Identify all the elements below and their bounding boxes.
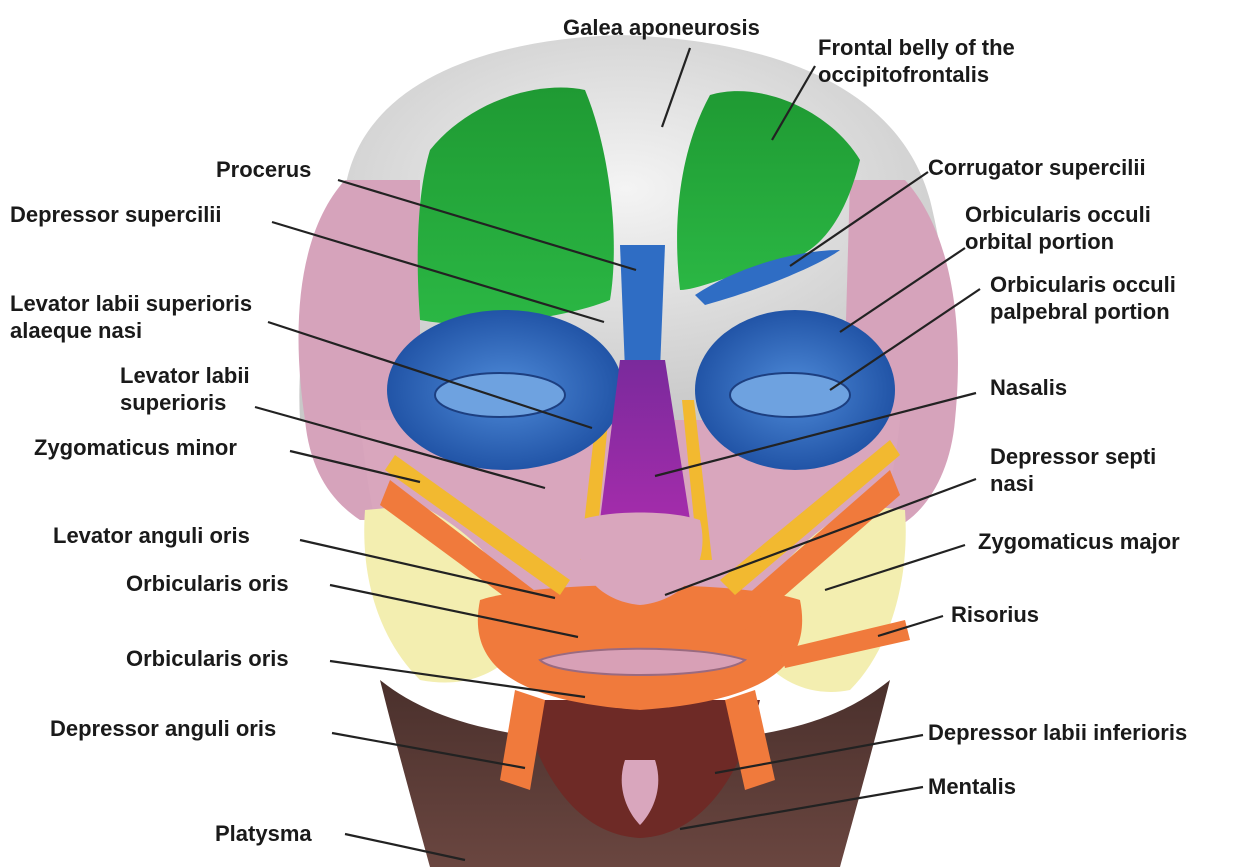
label-oo-orbital-line-2: orbital portion [965, 228, 1151, 255]
label-frontal-line-2: occipitofrontalis [818, 61, 1015, 88]
label-risorius: Risorius [951, 601, 1039, 628]
label-depressor-anguli-oris: Depressor anguli oris [50, 715, 276, 742]
label-depressor-septi-nasi: Depressor septi nasi [990, 443, 1156, 497]
label-zygomaticus-major: Zygomaticus major [978, 528, 1180, 555]
label-frontal-belly: Frontal belly of the occipitofrontalis [818, 34, 1015, 88]
label-oo-palpebral-line-2: palpebral portion [990, 298, 1176, 325]
label-orbicularis-occuli-orbital: Orbicularis occuli orbital portion [965, 201, 1151, 255]
label-levator-anguli-oris: Levator anguli oris [53, 522, 250, 549]
label-depressor-supercilii: Depressor supercilii [10, 201, 222, 228]
label-orbicularis-oris-upper: Orbicularis oris [126, 570, 289, 597]
label-levator-labii-superioris: Levator labii superioris [120, 362, 250, 416]
label-dep-septi-line-1: Depressor septi [990, 443, 1156, 470]
label-procerus: Procerus [216, 156, 311, 183]
label-zygomaticus-minor: Zygomaticus minor [34, 434, 237, 461]
label-oo-orbital-line-1: Orbicularis occuli [965, 201, 1151, 228]
label-orbicularis-oris-lower: Orbicularis oris [126, 645, 289, 672]
label-nasalis: Nasalis [990, 374, 1067, 401]
label-depressor-labii-inferioris: Depressor labii inferioris [928, 719, 1187, 746]
eye-left [435, 373, 565, 417]
label-corrugator-supercilii: Corrugator supercilii [928, 154, 1146, 181]
label-llsan-line-2: alaeque nasi [10, 317, 252, 344]
label-orbicularis-occuli-palpebral: Orbicularis occuli palpebral portion [990, 271, 1176, 325]
eye-right [730, 373, 850, 417]
label-mentalis: Mentalis [928, 773, 1016, 800]
label-dep-septi-line-2: nasi [990, 470, 1156, 497]
label-llsan-line-1: Levator labii superioris [10, 290, 252, 317]
label-platysma: Platysma [215, 820, 312, 847]
procerus-shape [620, 245, 665, 370]
label-oo-palpebral-line-1: Orbicularis occuli [990, 271, 1176, 298]
label-levator-labii-superioris-alaeque-nasi: Levator labii superioris alaeque nasi [10, 290, 252, 344]
label-galea-aponeurosis: Galea aponeurosis [563, 14, 760, 41]
label-frontal-line-1: Frontal belly of the [818, 34, 1015, 61]
label-lls-line-1: Levator labii [120, 362, 250, 389]
label-lls-line-2: superioris [120, 389, 250, 416]
